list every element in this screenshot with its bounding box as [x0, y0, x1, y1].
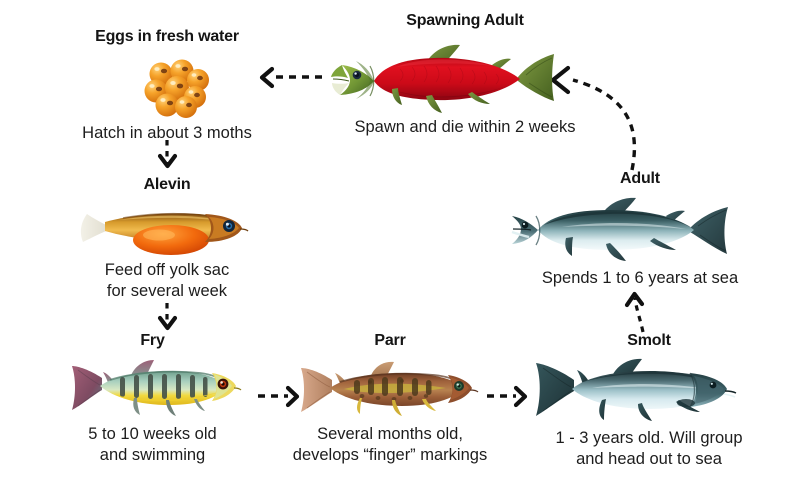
- alevin-with-yolk-sac-icon: [79, 200, 254, 262]
- salmon-parr-icon: [298, 358, 483, 424]
- stage-fry-title: Fry: [140, 332, 165, 349]
- spawning-sockeye-salmon-icon: [330, 39, 560, 119]
- stage-smolt: Smolt: [518, 332, 780, 469]
- stage-smolt-caption: 1 - 3 years old. Will group and head out…: [555, 429, 743, 469]
- stage-parr-caption: Several months old, develops “finger” ma…: [292, 425, 488, 465]
- arrow-alevin-to-fry: [157, 303, 178, 331]
- stage-eggs-title: Eggs in fresh water: [95, 28, 239, 45]
- stage-spawning-adult: Spawning Adult: [320, 12, 610, 142]
- stage-alevin-title: Alevin: [143, 176, 191, 193]
- salmon-fry-icon: [70, 358, 245, 424]
- salmon-smolt-icon: [534, 356, 739, 426]
- stage-eggs-caption: Hatch in about 3 moths: [82, 124, 252, 142]
- stage-spawning-adult-title: Spawning Adult: [406, 12, 524, 29]
- salmon-eggs-cluster-icon: [143, 58, 213, 120]
- stage-smolt-title: Smolt: [627, 332, 671, 349]
- stage-adult: Adult: [500, 170, 780, 300]
- stage-alevin: Alevin: [47, 176, 287, 306]
- stage-alevin-caption: Feed off yolk sac for several week: [104, 261, 230, 301]
- stage-fry: Fry: [45, 332, 260, 467]
- stage-parr: Parr: [290, 332, 490, 467]
- stage-spawning-adult-caption: Spawn and die within 2 weeks: [354, 118, 576, 136]
- stage-parr-title: Parr: [374, 332, 406, 349]
- stage-adult-title: Adult: [620, 170, 660, 187]
- adult-ocean-salmon-icon: [510, 194, 735, 266]
- stage-fry-caption: 5 to 10 weeks old and swimming: [88, 425, 217, 465]
- stage-eggs: Eggs in fresh water: [47, 28, 287, 148]
- stage-adult-caption: Spends 1 to 6 years at sea: [541, 269, 739, 287]
